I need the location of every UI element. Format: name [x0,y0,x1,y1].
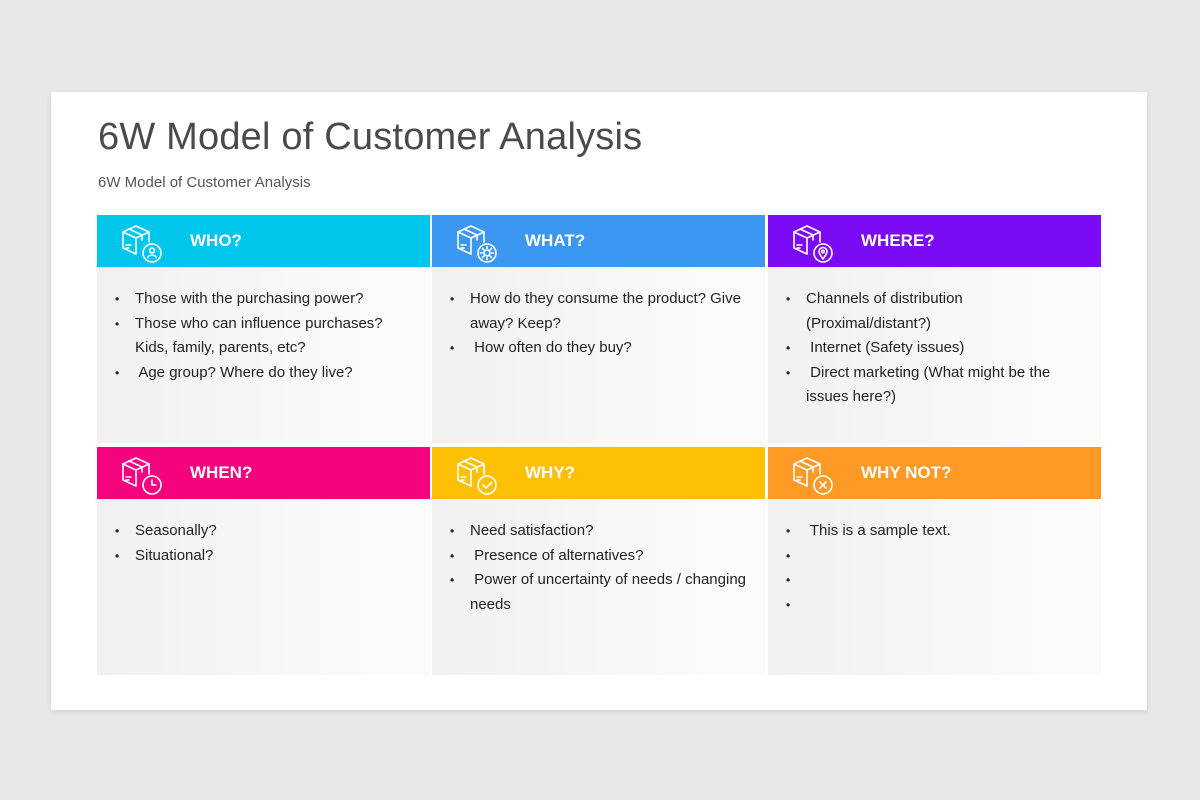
card-title: WHERE? [861,231,935,250]
card-title: WHEN? [190,463,253,482]
card-header: WHERE? [768,215,1101,267]
card-header: WHO? [97,215,430,267]
list-item-text: Age group? Where do they live? [135,363,353,381]
list-item: • Those who can influence purchases? Kids… [113,312,418,361]
bullet-icon: • [450,548,455,563]
list-item-text: Direct marketing (What might be the issu… [806,363,1055,406]
list-item-text: Seasonally? [135,522,217,539]
list-item: • Channels of distribution (Proximal/dist… [784,287,1089,336]
list-item-text: Those with the purchasing power? [135,290,364,307]
list-item: • Age group? Where do they live? [113,361,418,386]
bullet-list: • Those with the purchasing power? • Those… [113,287,418,385]
bullet-icon: • [786,292,791,306]
bullet-icon: • [786,597,791,612]
bullet-icon: • [450,573,455,587]
bullet-list: • Channels of distribution (Proximal/dist… [784,287,1089,410]
card-header: WHAT? [432,215,765,267]
list-item: • How often do they buy? [448,336,753,361]
bullet-icon: • [450,524,455,538]
slide-title: 6W Model of Customer Analysis [98,116,643,158]
card-title: WHAT? [525,231,586,250]
box-person-icon [119,220,167,264]
bullet-list: • This is a sample text. • • • [784,519,1089,617]
list-item: • Need satisfaction? [448,519,753,544]
box-cross-icon [790,452,838,496]
bullet-icon: • [450,341,455,355]
card-header: WHY NOT? [768,447,1101,499]
list-item: • [784,568,1089,593]
bullet-icon: • [786,341,791,355]
card-why-not: WHY NOT? • This is a sample text. • • • [768,447,1101,675]
list-item: • Power of uncertainty of needs / changi… [448,568,753,617]
list-item-text: Those who can influence purchases? Kids,… [135,314,383,357]
list-item-text: Internet (Safety issues) [806,339,965,356]
card-body: • This is a sample text. • • • [768,499,1101,675]
card-where: WHERE? • Channels of distribution (Proxim… [768,215,1101,443]
bullet-icon: • [115,548,120,563]
box-location-icon [790,220,838,264]
bullet-icon: • [786,573,791,587]
box-check-icon [454,452,502,496]
card-body: • How do they consume the product? Give a… [432,267,765,443]
card-title: WHY? [525,463,576,482]
bullet-icon: • [115,365,120,380]
card-title: WHY NOT? [861,463,952,482]
list-item-text: How often do they buy? [470,339,632,356]
slide-subtitle: 6W Model of Customer Analysis [98,174,311,191]
list-item-text: This is a sample text. [806,522,951,539]
bullet-icon: • [115,316,120,331]
card-who: WHO? • Those with the purchasing power? •… [97,215,430,443]
list-item-text: How do they consume the product? Give aw… [470,290,741,332]
bullet-icon: • [450,292,455,306]
bullet-icon: • [115,524,120,538]
card-why: WHY? • Need satisfaction? • Presence of a… [432,447,765,675]
list-item: • How do they consume the product? Give a… [448,287,753,336]
slide: 6W Model of Customer Analysis 6W Model o… [51,92,1147,710]
bullet-list: • Need satisfaction? • Presence of altern… [448,519,753,617]
six-w-grid: WHO? • Those with the purchasing power? •… [97,215,1101,675]
card-when: WHEN? • Seasonally? • Situational? [97,447,430,675]
box-gear-icon [454,220,502,264]
list-item: • [784,593,1089,618]
card-header: WHY? [432,447,765,499]
list-item: • Those with the purchasing power? [113,287,418,312]
list-item-text: Channels of distribution (Proximal/dista… [806,290,963,332]
card-what: WHAT? • How do they consume the product? … [432,215,765,443]
card-title: WHO? [190,231,242,250]
bullet-icon: • [786,524,791,538]
card-header: WHEN? [97,447,430,499]
list-item-text: Power of uncertainty of needs / changing… [470,571,751,613]
list-item-text: Presence of alternatives? [470,546,644,564]
box-clock-icon [119,452,167,496]
list-item-text: Situational? [135,546,214,564]
card-body: • Channels of distribution (Proximal/dist… [768,267,1101,443]
list-item: • Internet (Safety issues) [784,336,1089,361]
card-body: • Those with the purchasing power? • Those… [97,267,430,443]
list-item: • Direct marketing (What might be the is… [784,361,1089,410]
list-item: • Seasonally? [113,519,418,544]
list-item: • [784,544,1089,569]
bullet-icon: • [786,548,791,563]
bullet-icon: • [115,292,120,306]
bullet-icon: • [786,365,791,380]
list-item: • This is a sample text. [784,519,1089,544]
card-body: • Need satisfaction? • Presence of altern… [432,499,765,675]
list-item: • Presence of alternatives? [448,544,753,569]
bullet-list: • Seasonally? • Situational? [113,519,418,568]
list-item: • Situational? [113,544,418,569]
list-item-text: Need satisfaction? [470,522,594,539]
card-body: • Seasonally? • Situational? [97,499,430,675]
bullet-list: • How do they consume the product? Give a… [448,287,753,361]
